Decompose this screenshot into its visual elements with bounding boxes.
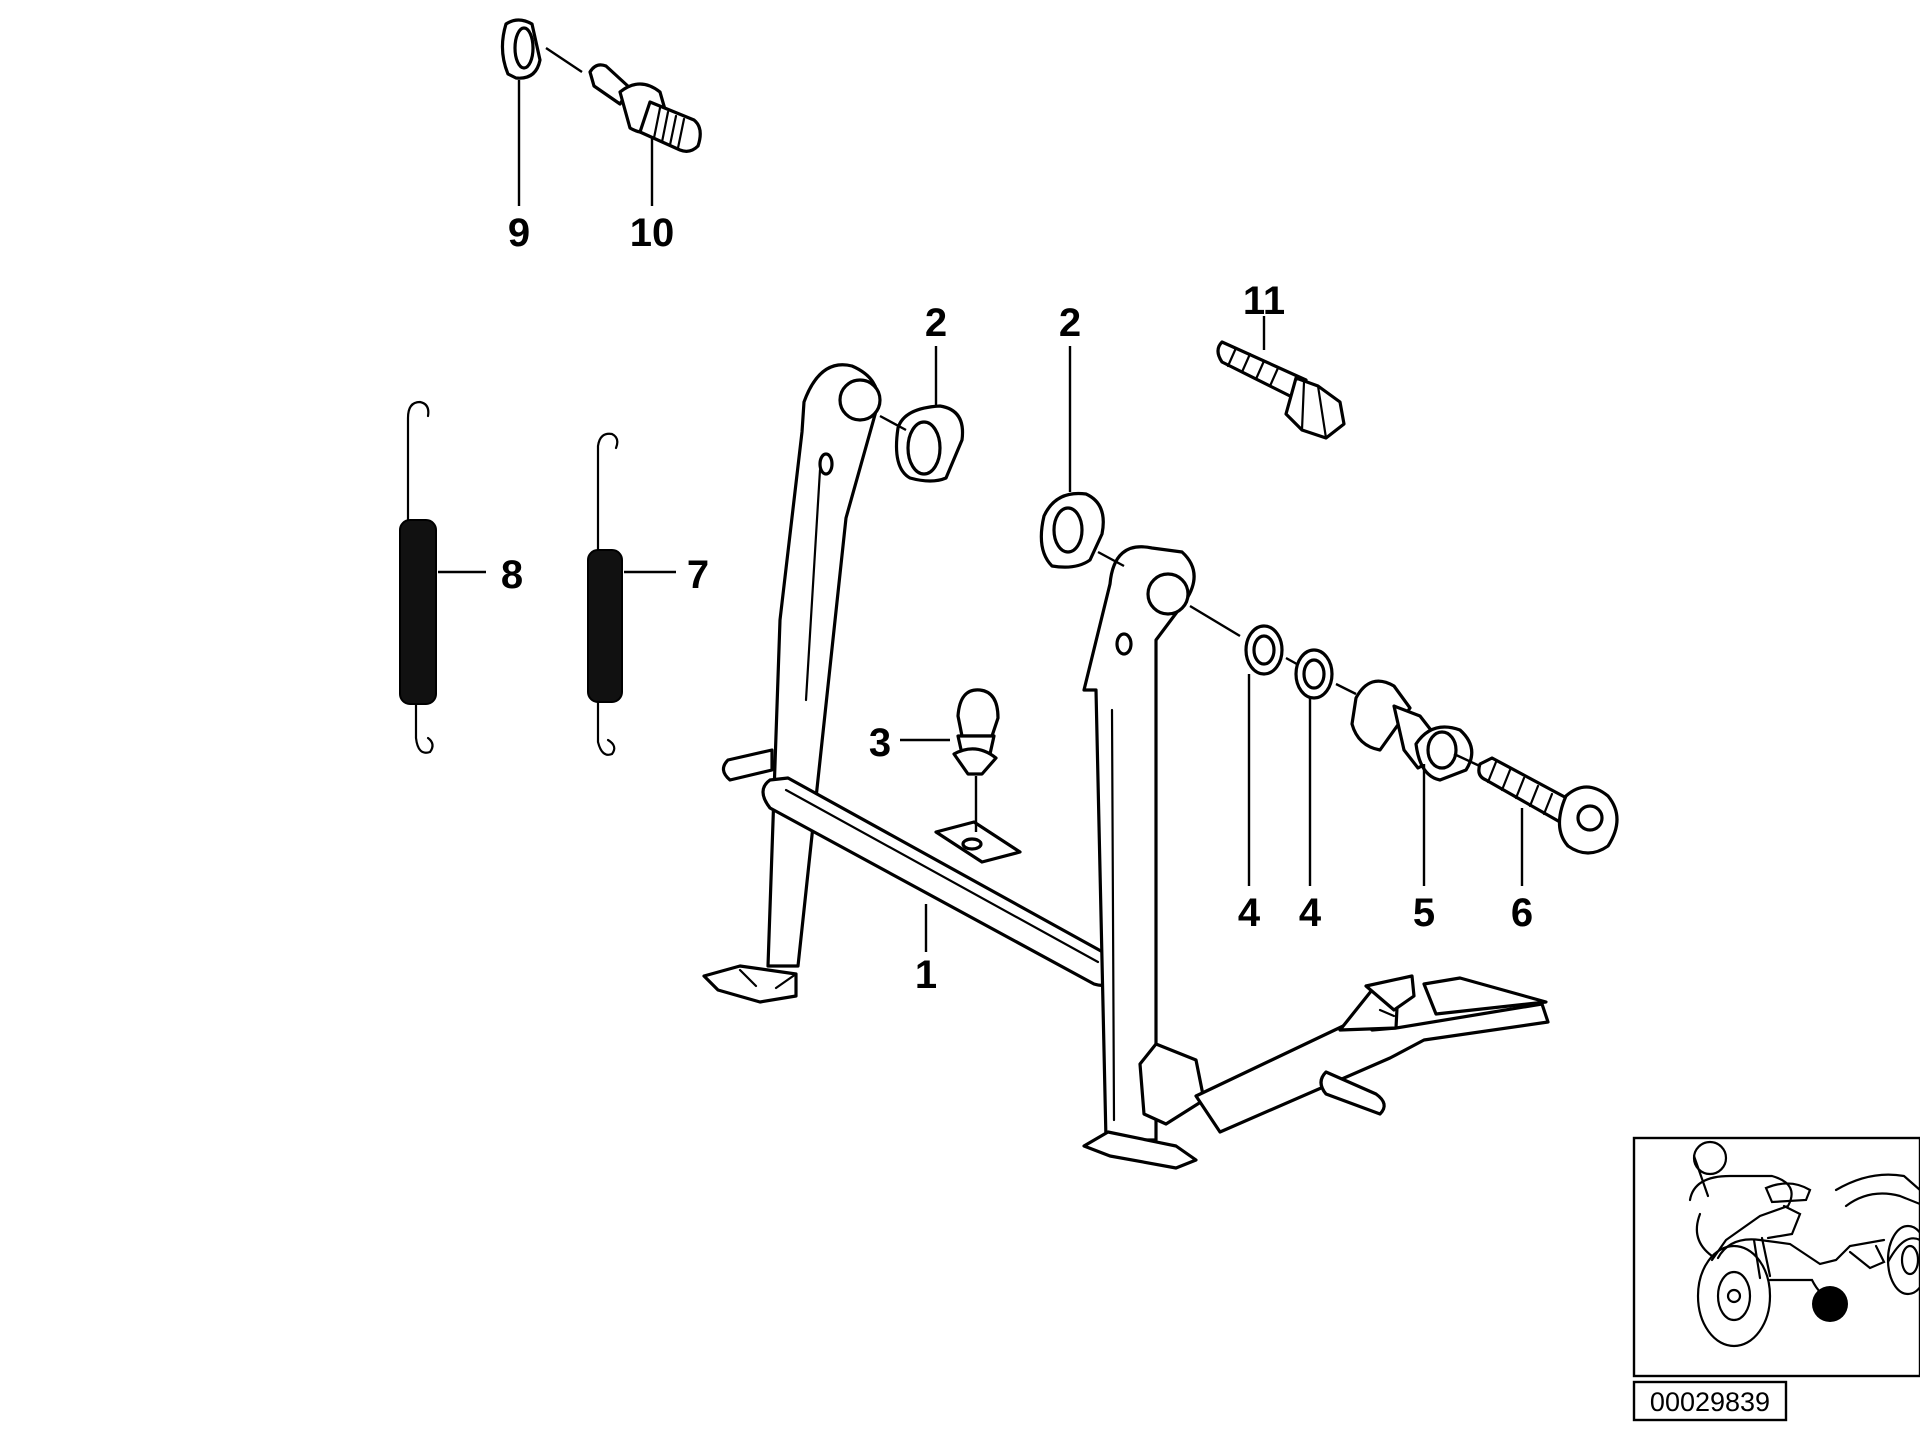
callout-2: 2 xyxy=(1059,301,1081,345)
location-marker xyxy=(1812,1286,1848,1322)
callout-2: 2 xyxy=(925,301,947,345)
reference-number: 00029839 xyxy=(1650,1387,1770,1417)
callout-11: 11 xyxy=(1243,279,1285,323)
callout-5: 5 xyxy=(1413,891,1435,935)
stud-bolt-part-10 xyxy=(588,63,702,153)
bushing-part-2-right xyxy=(1039,491,1125,569)
callout-4: 4 xyxy=(1238,891,1261,935)
rubber-buffer-part-3 xyxy=(952,688,1000,832)
main-stand-part-1 xyxy=(702,363,1550,1170)
leader-line xyxy=(545,47,583,73)
washer-part-9 xyxy=(500,18,542,80)
callout-10: 10 xyxy=(630,211,675,255)
reference-number-box: 00029839 xyxy=(1632,1380,1788,1422)
callout-7: 7 xyxy=(687,553,709,597)
screw-part-6 xyxy=(1477,756,1619,855)
callout-9: 9 xyxy=(508,211,530,255)
callout-6: 6 xyxy=(1511,891,1533,935)
pivot-sleeve-part-5 xyxy=(1350,679,1474,782)
hex-bolt-part-11 xyxy=(1216,340,1346,440)
tension-spring-part-8 xyxy=(399,400,486,754)
washer-part-4a xyxy=(1244,624,1284,676)
locator-inset xyxy=(1632,1136,1920,1378)
washer-part-4b xyxy=(1294,648,1334,700)
callout-1: 1 xyxy=(915,953,937,997)
leader-line xyxy=(1335,682,1357,696)
callout-3: 3 xyxy=(869,721,891,765)
leader-line xyxy=(1189,604,1241,638)
callout-4: 4 xyxy=(1299,891,1322,935)
callout-8: 8 xyxy=(501,553,523,597)
tension-spring-part-7 xyxy=(587,432,676,756)
bushing-part-2-left xyxy=(879,404,965,483)
